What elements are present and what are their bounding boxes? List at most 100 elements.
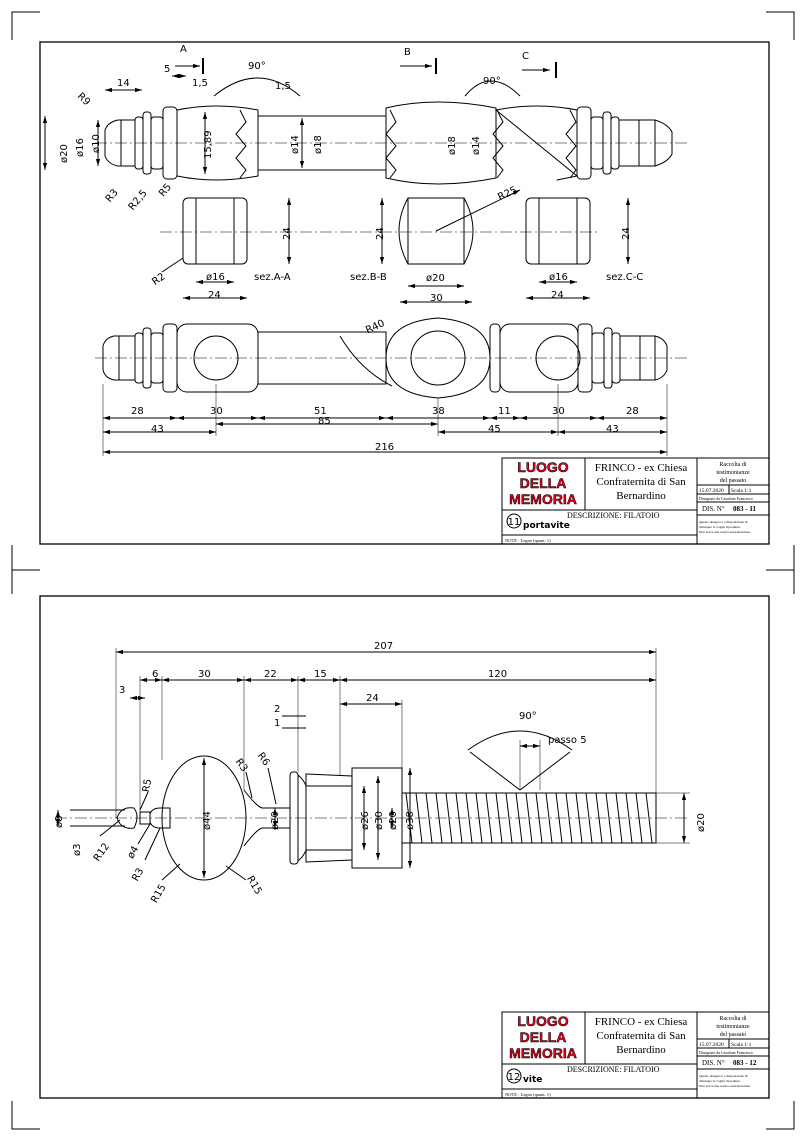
- sec-o16-b: ø16: [549, 272, 568, 283]
- logo-line-1-1: LUOGO: [517, 459, 568, 475]
- dim-r5: R5: [157, 182, 174, 199]
- s2-d30: 30: [198, 669, 211, 680]
- logo-line-2-1: LUOGO: [517, 1013, 568, 1029]
- s2-total: 207: [374, 641, 393, 652]
- date-1: 15.07.2020: [699, 488, 724, 494]
- sec-r2: R2: [150, 271, 167, 288]
- sheet-1: A B C: [39, 41, 770, 545]
- s2-d1: 1: [274, 718, 280, 729]
- s2-r3-b: R3: [233, 757, 250, 774]
- right-head-1-3: del passato: [720, 478, 747, 484]
- part-number-2: 12: [508, 1072, 521, 1083]
- note-1: NOTE : Legno (quant. 1): [505, 538, 551, 543]
- dim-o18-a: ø18: [313, 135, 324, 154]
- section-markers: [175, 58, 557, 78]
- front-r40: R40: [364, 318, 386, 336]
- disclaimer-1-1: Questo disegno è a disposizione di: [699, 520, 748, 524]
- s2-d15: 15: [314, 669, 327, 680]
- part-number-1: 11: [508, 517, 521, 528]
- front-seg-3: 51: [314, 406, 327, 417]
- project-line-1-2: Confraternita di San: [596, 476, 686, 488]
- sections-view: [160, 189, 631, 305]
- dis-no-1: 083 - 11: [733, 505, 756, 513]
- sec-label-a: sez.A-A: [254, 272, 291, 283]
- project-line-2-1: FRINCO - ex Chiesa: [595, 1016, 688, 1028]
- part-name-1: portavite: [523, 521, 570, 531]
- front-seg-7: 28: [626, 406, 639, 417]
- s2-d22: 22: [264, 669, 277, 680]
- dim-5: 5: [164, 64, 170, 75]
- dim-90-a: 90°: [248, 61, 266, 72]
- front-seg-2: 30: [210, 406, 223, 417]
- s2-r6: R6: [255, 751, 272, 768]
- front-total: 216: [375, 442, 394, 453]
- logo-line-1-2: DELLA: [520, 475, 567, 491]
- dim-r3: R3: [104, 187, 121, 204]
- crop-marks: [11, 11, 795, 1130]
- s2-o44: ø44: [202, 811, 213, 830]
- project-line-1-3: Bernardino: [616, 490, 666, 502]
- disclaimer-2-1: Questo disegno è a disposizione di: [699, 1074, 748, 1078]
- title-block-2: [501, 1011, 770, 1099]
- sec-h24-b: 24: [375, 227, 386, 240]
- title-block-1: [501, 457, 770, 545]
- s2-d90: 90°: [519, 711, 537, 722]
- disclaimer-1-2: chiunque lo voglia riprodurre.: [699, 525, 741, 529]
- sec-w24-a: 24: [208, 290, 221, 301]
- sheet-1-frame: [39, 41, 770, 545]
- scale-1: Scala 1:1: [731, 488, 752, 494]
- logo-line-1-3: MEMORIA: [509, 491, 577, 507]
- s2-o20-c: ø20: [696, 813, 707, 832]
- disclaimer-2-2: chiunque lo voglia riprodurre.: [699, 1079, 741, 1083]
- right-head-2-2: testimonianze: [716, 1024, 750, 1030]
- project-line-2-3: Bernardino: [616, 1044, 666, 1056]
- s2-d24: 24: [366, 693, 379, 704]
- s2-passo: passo 5: [548, 735, 587, 746]
- s2-o20-a: ø20: [270, 811, 281, 830]
- sec-label-c: sez.C-C: [606, 272, 643, 283]
- dis-label-1: DIS. N°: [702, 505, 725, 513]
- sec-h24-c: 24: [621, 227, 632, 240]
- front-row2-3: 45: [488, 424, 501, 435]
- right-head-1-1: Raccolta di: [719, 462, 746, 468]
- s2-o4: ø4: [126, 844, 142, 860]
- s2-d6: 6: [152, 669, 158, 680]
- front-row2-1: 43: [151, 424, 164, 435]
- front-row2-2: 85: [318, 416, 331, 427]
- s2-r12: R12: [92, 841, 112, 863]
- s2-r15-b: R15: [244, 874, 263, 897]
- s2-r5: R5: [141, 778, 154, 793]
- sec-label-b: sez.B-B: [350, 272, 387, 283]
- drawn-by-1: Disegnato da Casalone Francesco: [699, 496, 753, 501]
- disclaimer-1-3: Non serve una nostra autorizzazione.: [699, 530, 751, 534]
- sec-w24-b: 24: [551, 290, 564, 301]
- sec-w30: 30: [430, 293, 443, 304]
- dim-o14-a: ø14: [290, 135, 301, 154]
- description-2: DESCRIZIONE: FILATOIO: [567, 1065, 660, 1074]
- sec-h24-a: 24: [282, 227, 293, 240]
- dis-no-2: 083 - 12: [733, 1059, 757, 1067]
- part-name-2: vite: [523, 1075, 542, 1085]
- s2-o26: ø26: [360, 811, 371, 830]
- front-view-part: [95, 317, 690, 456]
- sec-o20: ø20: [426, 273, 445, 284]
- dim-o18-b: ø18: [447, 136, 458, 155]
- right-head-1-2: testimonianze: [716, 470, 750, 476]
- s2-o8: ø8: [54, 816, 65, 828]
- screw-part: [55, 648, 690, 881]
- s2-o3: ø3: [72, 844, 83, 856]
- s2-o20-b: ø20: [388, 811, 399, 830]
- note-2: NOTE : Legno (quant. 1): [505, 1092, 551, 1097]
- dim-o14-b: ø14: [471, 136, 482, 155]
- dim-r9: R9: [75, 91, 92, 108]
- dim-15-89: 15,89: [203, 130, 214, 159]
- disclaimer-2-3: Non serve una nostra autorizzazione.: [699, 1084, 751, 1088]
- marker-b: B: [404, 47, 411, 58]
- s2-d3: 3: [119, 685, 125, 696]
- logo-line-2-2: DELLA: [520, 1029, 567, 1045]
- s2-r15-a: R15: [149, 883, 168, 906]
- top-view-part: [42, 73, 690, 185]
- project-line-2-2: Confraternita di San: [596, 1030, 686, 1042]
- dim-o16: ø16: [75, 138, 86, 157]
